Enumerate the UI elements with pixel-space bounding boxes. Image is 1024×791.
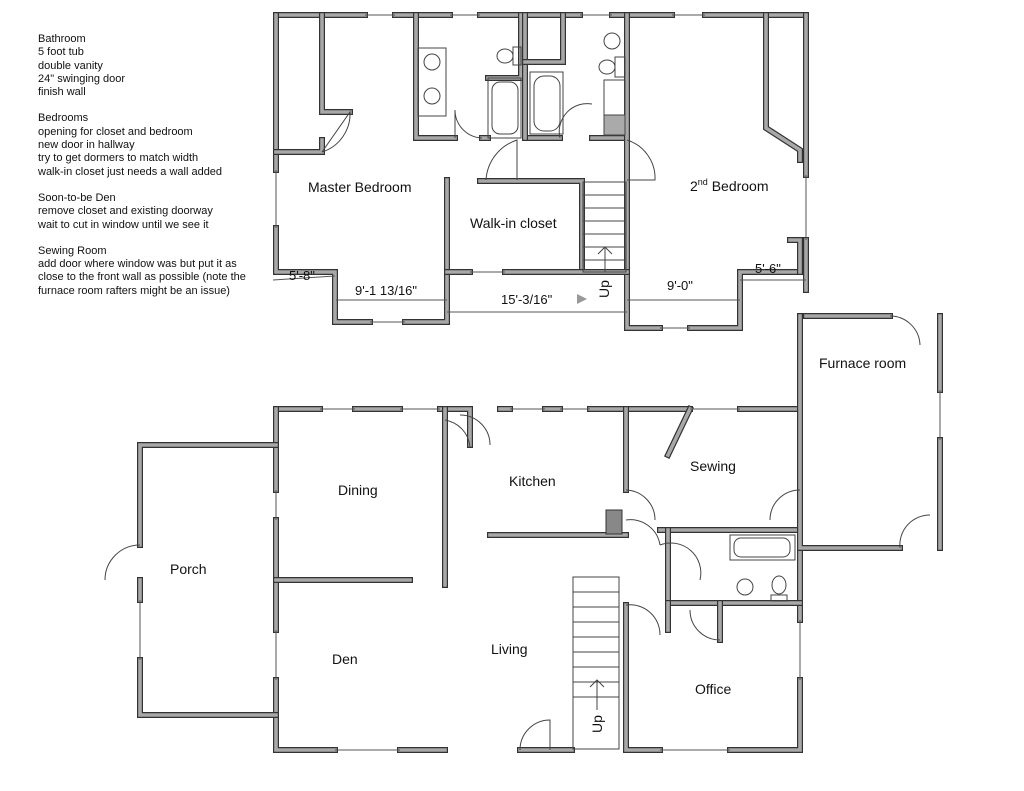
stairs-up-label-upper: Up bbox=[596, 280, 612, 298]
room-second-bedroom: 2nd Bedroom bbox=[690, 177, 769, 194]
windows bbox=[139, 14, 941, 751]
door-master-closet bbox=[321, 110, 351, 153]
dimension-label: 9'-1 13/16" bbox=[355, 283, 417, 298]
note-line: add door where window was but put it as bbox=[38, 258, 237, 271]
wall-segment bbox=[414, 13, 457, 140]
wall-segment bbox=[319, 12, 353, 115]
wall-segment bbox=[138, 658, 278, 717]
wall-segment bbox=[438, 407, 472, 447]
note-line: opening for closet and bedroom bbox=[38, 125, 193, 138]
chimney bbox=[605, 509, 623, 535]
note-line: remove closet and existing doorway bbox=[38, 205, 213, 218]
stairs-up-label-lower: Up bbox=[589, 715, 605, 733]
doors bbox=[104, 103, 931, 751]
room-living: Living bbox=[491, 641, 528, 657]
stairs-lower bbox=[572, 576, 620, 750]
note-title: Sewing Room bbox=[38, 244, 107, 257]
room-kitchen: Kitchen bbox=[509, 473, 556, 489]
note-line: finish wall bbox=[38, 86, 86, 99]
wall-segment bbox=[666, 528, 802, 605]
room-porch: Porch bbox=[170, 561, 207, 577]
wall-segment bbox=[273, 677, 338, 753]
sink-icon bbox=[423, 87, 441, 105]
notes-den: Soon-to-be Den remove closet and existin… bbox=[38, 192, 246, 232]
dimension-label: 5'-8" bbox=[289, 268, 315, 283]
note-line: new door in hallway bbox=[38, 139, 135, 152]
note-title: Bedrooms bbox=[38, 112, 89, 125]
dimension-label: 9'-0" bbox=[667, 278, 693, 293]
notes-bedrooms: Bedrooms opening for closet and bedroom … bbox=[38, 112, 246, 178]
note-line: 5 foot tub bbox=[38, 46, 84, 59]
stairs-upper bbox=[582, 181, 627, 273]
wall-segment bbox=[788, 238, 802, 274]
wall-segment bbox=[138, 443, 278, 547]
notes-bathroom: Bathroom 5 foot tub double vanity 24" sw… bbox=[38, 33, 246, 99]
wall-segment bbox=[798, 314, 902, 550]
notes-sewing: Sewing Room add door where window was bu… bbox=[38, 245, 246, 298]
wall-segment bbox=[624, 12, 663, 331]
bathtub-icon bbox=[529, 71, 564, 135]
arrow-marker bbox=[577, 294, 587, 304]
wall-segment bbox=[413, 12, 458, 141]
sink-icon bbox=[603, 32, 621, 50]
double-vanity bbox=[417, 47, 447, 117]
room-walk-in-closet: Walk-in closet bbox=[470, 215, 557, 231]
wall-segment bbox=[402, 177, 450, 325]
sink-icon bbox=[423, 53, 441, 71]
wall-segment bbox=[624, 603, 662, 752]
room-master-bedroom: Master Bedroom bbox=[308, 179, 411, 195]
wall-segment bbox=[274, 226, 372, 324]
note-line: wait to cut in window until we see it bbox=[38, 218, 209, 231]
room-furnace: Furnace room bbox=[819, 355, 906, 371]
room-sewing: Sewing bbox=[690, 458, 736, 474]
wall-segment bbox=[137, 657, 279, 718]
bathtub-icon bbox=[487, 77, 522, 139]
wall-segment bbox=[625, 13, 662, 330]
room-den: Den bbox=[332, 651, 358, 667]
wall-segment bbox=[728, 678, 802, 752]
note-title: Soon-to-be Den bbox=[38, 191, 116, 204]
fixtures bbox=[417, 32, 796, 602]
wall-segment bbox=[523, 13, 565, 64]
wall-segment bbox=[797, 313, 903, 551]
wall-segment bbox=[665, 527, 803, 606]
wall-segment bbox=[478, 179, 584, 274]
room-dining: Dining bbox=[338, 482, 378, 498]
walls bbox=[137, 12, 943, 753]
wall-segment bbox=[665, 406, 693, 458]
toilet-icon bbox=[598, 59, 616, 75]
wall-segment bbox=[522, 12, 566, 65]
bathtub-icon bbox=[729, 534, 796, 561]
toilet-icon bbox=[771, 575, 787, 595]
note-title: Bathroom bbox=[38, 33, 86, 45]
note-line: close to the front wall as possible (not… bbox=[38, 271, 246, 284]
wall-segment bbox=[274, 678, 337, 752]
wall-segment bbox=[764, 13, 802, 162]
wall-segment bbox=[320, 13, 352, 114]
wall-segment bbox=[403, 178, 449, 324]
renovation-notes: Bathroom 5 foot tub double vanity 24" sw… bbox=[38, 33, 246, 311]
note-line: try to get dormers to match width bbox=[38, 152, 199, 165]
wall-segment bbox=[137, 442, 279, 548]
dimension-label: 5'-6" bbox=[755, 261, 781, 276]
wall-segment bbox=[623, 602, 663, 753]
note-line: double vanity bbox=[38, 59, 103, 72]
dimension-label: 15'-3/16" bbox=[501, 292, 553, 307]
note-line: furnace room rafters might be an issue) bbox=[38, 284, 230, 297]
sink-icon bbox=[736, 578, 754, 596]
room-office: Office bbox=[695, 681, 732, 697]
toilet-icon bbox=[496, 48, 514, 64]
wall-segment bbox=[727, 677, 803, 753]
note-line: walk-in closet just needs a wall added bbox=[38, 165, 223, 178]
note-line: 24" swinging door bbox=[38, 72, 126, 85]
wall-segment bbox=[274, 138, 324, 154]
dimension-lines bbox=[272, 275, 806, 313]
